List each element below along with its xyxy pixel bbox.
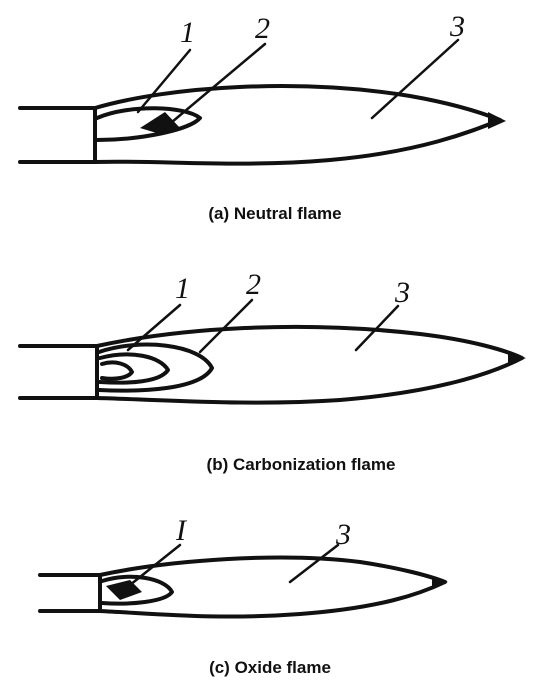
- label-2: 2: [255, 12, 270, 45]
- inner-cone: [100, 574, 174, 606]
- core-cone: [140, 112, 180, 134]
- label-1: 1: [180, 16, 195, 49]
- core-cone: [100, 360, 134, 381]
- caption-oxide: (c) Oxide flame: [209, 658, 331, 677]
- inner-cone: [98, 352, 170, 385]
- label-1: 1: [175, 272, 190, 305]
- leader-line-1: [136, 48, 192, 114]
- torch-nozzle: [38, 573, 102, 613]
- label-3: 3: [335, 518, 351, 551]
- panel-neutral-flame: 1 2 3 (a) Neutral flame: [18, 10, 506, 223]
- panel-oxide-flame: I 3 (c) Oxide flame: [38, 514, 448, 677]
- leader-line-2: [198, 298, 254, 354]
- inner-cone: [95, 106, 202, 142]
- leader-line-1: [128, 543, 182, 587]
- label-3: 3: [394, 276, 410, 309]
- flame-tip: [508, 352, 526, 366]
- caption-neutral: (a) Neutral flame: [208, 204, 341, 223]
- core-cone: [106, 580, 142, 600]
- flame-tip: [432, 577, 448, 588]
- leader-line-3: [370, 38, 460, 120]
- leader-line-1: [126, 303, 182, 352]
- torch-nozzle: [18, 106, 97, 164]
- leader-line-3: [354, 304, 400, 352]
- panel-carbonization-flame: 1 2 3 (b) Carbonization flame: [18, 268, 526, 474]
- label-1: I: [175, 514, 188, 547]
- label-3: 3: [449, 10, 465, 43]
- leader-line-3: [288, 543, 340, 584]
- caption-carbonization: (b) Carbonization flame: [207, 455, 396, 474]
- leader-line-2: [170, 42, 267, 124]
- feather-zone: [97, 342, 214, 393]
- flame-tip: [488, 112, 506, 129]
- label-2: 2: [246, 268, 261, 301]
- torch-nozzle: [18, 344, 99, 400]
